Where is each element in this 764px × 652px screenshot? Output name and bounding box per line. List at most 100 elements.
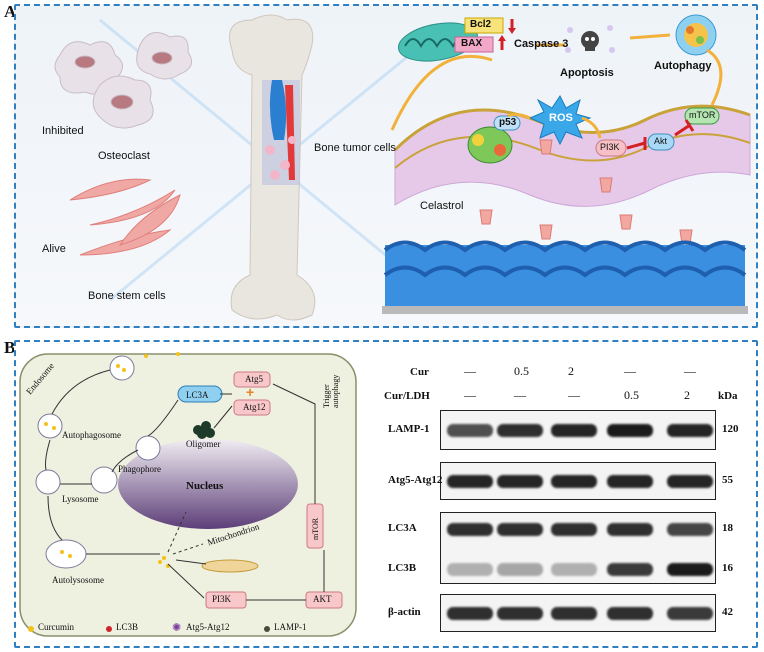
schem-label-phagophore: Phagophore [118, 464, 161, 474]
blot-band-4-1 [447, 563, 493, 576]
wb-cur-ldh-dose-2: — [514, 388, 526, 402]
endosome-vesicle [109, 355, 135, 381]
mitochondrion-schematic [201, 559, 259, 573]
bcl2-box [464, 17, 504, 34]
phagophore-vesicle [135, 435, 161, 461]
wb-cur-label: Cur [410, 366, 429, 378]
wb-cur-dose-4: — [624, 364, 636, 378]
autophagosome-vesicle [37, 413, 63, 439]
blot-label-3: LC3A [388, 522, 417, 534]
blot-label-5: β-actin [388, 606, 421, 618]
legend-dot-lc3b [106, 626, 112, 632]
wb-cur-dose-5: — [684, 364, 696, 378]
wb-cur-ldh-dose-1: — [464, 388, 476, 402]
lysosome-vesicle [35, 469, 61, 495]
blot-band-1-3 [551, 424, 597, 437]
label-bax: BAX [461, 38, 483, 49]
blot-band-1-5 [667, 424, 713, 437]
legend-label-curcumin: Curcumin [38, 622, 74, 632]
blot-label-4: LC3B [388, 562, 417, 574]
blot-band-5-2 [497, 607, 543, 620]
schematic-legend: Curcumin LC3B ✺ Atg5-Atg12 LAMP-1 [28, 622, 358, 636]
label-alive: Alive [42, 243, 66, 255]
schem-label-pi3k: PI3K [212, 594, 232, 604]
nucleus [118, 439, 298, 529]
panel-b-label: B [4, 338, 16, 357]
pathway-arrows [390, 33, 723, 139]
blot-band-3-1 [447, 523, 493, 536]
autophagy-cell-icon [675, 14, 717, 56]
apoptosis-skull-icon [565, 25, 615, 53]
legend-dot-curcumin [28, 626, 34, 632]
wb-cur-dose-1: — [464, 364, 476, 378]
label-autophagy: Autophagy [654, 60, 712, 72]
legend-label-lamp1: LAMP-1 [274, 622, 307, 632]
p53-box [493, 115, 521, 131]
blot-kda-4: 16 [722, 562, 733, 574]
atg5-box [233, 371, 271, 388]
label-bone-stem-cells: Bone stem cells [88, 290, 166, 302]
legend-star-atg5-atg12: ✺ [172, 622, 182, 634]
blue-scaffold [382, 240, 748, 314]
wb-cur-ldh-dose-4: 0.5 [624, 388, 639, 402]
blot-kda-3: 18 [722, 522, 733, 534]
label-mtor: mTOR [689, 110, 716, 120]
blot-band-5-4 [607, 607, 653, 620]
blot-band-3-2 [497, 523, 543, 536]
schem-label-akt: AKT [313, 594, 332, 604]
mtor-pill [684, 107, 720, 125]
oligomer-cluster [193, 421, 215, 439]
bone [229, 14, 316, 321]
wb-cur-ldh-label: Cur/LDH [384, 390, 430, 402]
atg12-box [233, 399, 271, 416]
blot-band-3-5 [667, 523, 713, 536]
schem-label-lc3a: LC3A [186, 390, 209, 400]
blot-band-3-3 [551, 523, 597, 536]
schem-label-autophagosome: Autophagosome [62, 430, 121, 440]
blot-kda-1: 120 [722, 423, 739, 435]
svg-text:+: + [246, 384, 254, 400]
blot-band-4-2 [497, 563, 543, 576]
blot-band-4-3 [551, 563, 597, 576]
label-ros: ROS [549, 112, 573, 124]
blot-band-2-5 [667, 475, 713, 488]
blot-label-2: Atg5-Atg12 [388, 474, 443, 486]
blot-band-2-2 [497, 475, 543, 488]
blot-band-1-2 [497, 424, 543, 437]
blot-band-3-4 [607, 523, 653, 536]
schem-label-mtor: mTOR [311, 517, 320, 540]
wb-cur-ldh-dose-5: 2 [684, 388, 690, 402]
pi3k-pill [595, 139, 627, 157]
schem-label-atg5: Atg5 [245, 374, 263, 384]
autolysosome-vesicle [45, 539, 87, 569]
blot-kda-2: 55 [722, 474, 733, 486]
blot-band-2-1 [447, 475, 493, 488]
label-bone-tumor-cells: Bone tumor cells [314, 142, 396, 154]
blot-band-1-4 [607, 424, 653, 437]
schem-label-trigger-autophagy: Trigger autophagy [322, 374, 340, 408]
panel-a-label: A [4, 2, 17, 21]
schem-label-oligomer: Oligomer [186, 439, 221, 449]
label-bcl2: Bcl2 [470, 19, 492, 30]
label-p53: p53 [499, 117, 517, 128]
blot-band-5-5 [667, 607, 713, 620]
blot-band-2-3 [551, 475, 597, 488]
p53-protein-icon [467, 126, 513, 164]
label-osteoclast: Osteoclast [98, 150, 150, 162]
schem-label-atg12: Atg12 [243, 402, 266, 412]
wb-cur-dose-2: 0.5 [514, 364, 529, 378]
label-pi3k: PI3K [600, 142, 620, 152]
wb-kda-label: kDa [718, 390, 738, 402]
akt-pill [647, 133, 675, 151]
ros-starburst [528, 95, 592, 146]
blot-band-5-3 [551, 607, 597, 620]
label-caspase3: Caspase 3 [514, 38, 569, 50]
autophagy-schematic: + [19, 352, 357, 637]
blot-band-1-1 [447, 424, 493, 437]
wb-cur-ldh-dose-3: — [568, 388, 580, 402]
schem-label-autolysosome: Autolysosome [52, 575, 105, 585]
blot-label-1: LAMP-1 [388, 423, 430, 435]
schem-label-lysosome: Lysosome [62, 494, 99, 504]
panel-a-illustration [54, 14, 751, 321]
legend-label-lc3b: LC3B [116, 622, 139, 632]
